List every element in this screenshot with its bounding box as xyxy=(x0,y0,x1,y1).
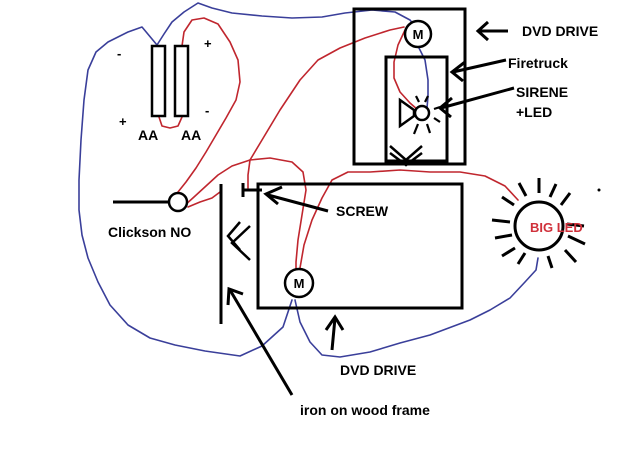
red-wire-switch-to-frame xyxy=(183,159,251,207)
dvd-drive-top-box xyxy=(352,7,467,166)
sirene: SIRENE +LED xyxy=(398,84,568,135)
firetruck-box xyxy=(384,55,449,163)
firetruck-chevron-b xyxy=(389,152,423,167)
bottom-motor-label: M xyxy=(294,276,305,291)
screw-arrow-head xyxy=(263,185,283,206)
switch-label: Clickson NO xyxy=(108,224,191,240)
firetruck-chevron-a xyxy=(389,145,423,162)
battery-left-top-polarity: - xyxy=(117,46,121,61)
dvd-drive-bottom-box xyxy=(256,182,464,310)
sirene-arrow-head xyxy=(437,96,453,119)
screw-label: SCREW xyxy=(336,203,389,219)
screw-arrow-shaft xyxy=(267,193,329,213)
dvd-drive-bottom: M DVD DRIVE xyxy=(256,182,464,378)
red-wire-junction-to-screw xyxy=(247,159,251,189)
red-wire-screw-to-top-motor xyxy=(249,26,405,161)
switch: Clickson NO xyxy=(108,191,191,240)
frame-chevron-inner xyxy=(226,221,241,251)
blue-wires xyxy=(78,2,539,358)
small-led xyxy=(413,104,431,122)
battery-left-bottom-polarity: + xyxy=(119,114,127,129)
red-wire-junction-to-bottom-motor-a xyxy=(249,157,307,269)
speaker-icon xyxy=(398,97,416,129)
dvd-drive-top-label: DVD DRIVE xyxy=(522,23,598,39)
stray-dot xyxy=(597,188,601,192)
blue-wire-motor-bigled xyxy=(294,257,539,358)
big-led: BIG LED xyxy=(491,178,601,269)
battery-right-top-polarity: + xyxy=(204,36,212,51)
dvd-top-arrow-head xyxy=(475,20,490,42)
red-wires xyxy=(158,17,519,269)
switch-contact xyxy=(167,191,189,213)
frame: iron on wood frame xyxy=(219,184,430,418)
sirene-label-line1: SIRENE xyxy=(516,84,568,100)
red-wire-junction-to-bottom-motor-b xyxy=(299,169,519,269)
firetruck-arrow-head xyxy=(449,60,466,83)
firetruck: Firetruck xyxy=(384,55,568,167)
battery-right xyxy=(173,44,190,118)
red-wire-switch-to-frame-b xyxy=(187,191,221,208)
big-led-rays xyxy=(491,178,586,269)
red-wire-motor-sirene xyxy=(393,29,419,111)
blue-wire-top xyxy=(156,2,419,46)
red-wire-battery-bridge xyxy=(158,116,183,129)
sirene-label-line2: +LED xyxy=(516,104,552,120)
battery-right-label: AA xyxy=(181,127,201,143)
firetruck-arrow-shaft xyxy=(452,58,507,74)
small-led-rays xyxy=(412,95,441,135)
battery-right-bottom-polarity: - xyxy=(205,103,209,118)
sirene-arrow-shaft xyxy=(440,86,515,110)
dvd-bottom-arrow-shaft xyxy=(330,317,337,351)
frame-label: iron on wood frame xyxy=(300,402,430,418)
frame-arrow-head xyxy=(226,286,244,306)
blue-wire-outer-loop xyxy=(78,26,293,357)
frame-arrow-shaft xyxy=(228,289,294,396)
battery-left-label: AA xyxy=(138,127,158,143)
top-motor xyxy=(403,19,433,49)
big-led-label: BIG LED xyxy=(530,220,583,235)
battery-left xyxy=(150,44,167,118)
dvd-drive-top: M DVD DRIVE xyxy=(352,7,598,166)
dvd-drive-bottom-label: DVD DRIVE xyxy=(340,362,416,378)
top-motor-label: M xyxy=(413,27,424,42)
bottom-motor xyxy=(283,267,315,299)
big-led-bulb xyxy=(513,200,565,252)
frame-chevron-outer xyxy=(230,225,251,261)
batteries: - + + - AA AA xyxy=(117,36,212,143)
firetruck-label: Firetruck xyxy=(508,55,568,71)
screw: SCREW xyxy=(241,183,389,219)
dvd-bottom-arrow-head xyxy=(324,314,345,331)
red-wire-battery-to-switch xyxy=(177,17,241,193)
